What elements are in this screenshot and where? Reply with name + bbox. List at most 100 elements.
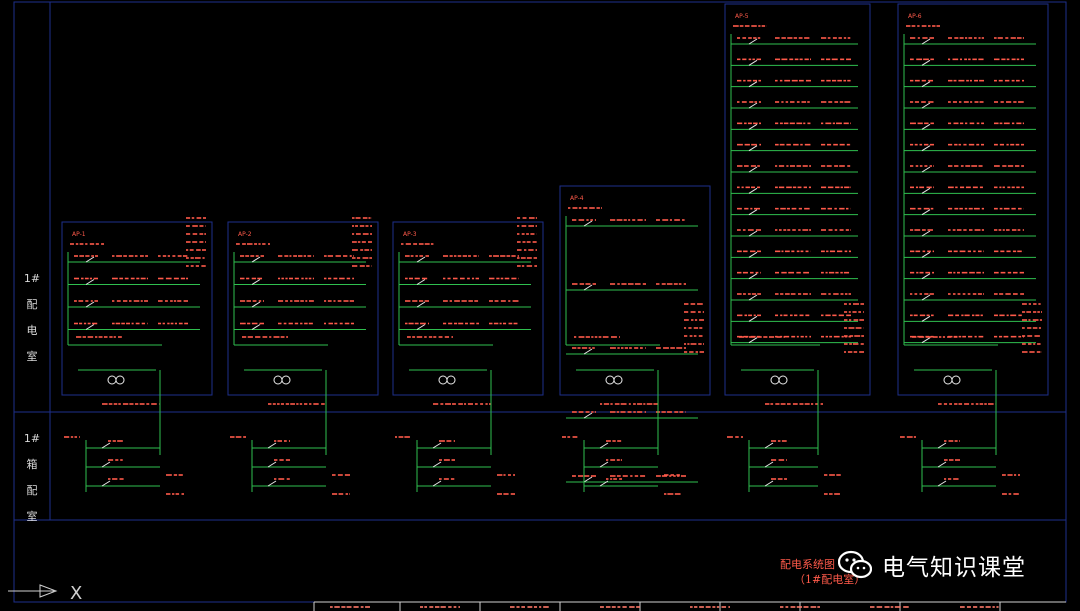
sub-breaker	[432, 480, 442, 487]
breaker-symbol	[921, 209, 931, 216]
sub-breaker	[599, 480, 609, 487]
breaker-symbol	[921, 38, 931, 45]
sub-breaker	[432, 461, 442, 468]
sub-breaker	[599, 442, 609, 449]
breaker-symbol	[921, 187, 931, 194]
watermark: 电气知识课堂	[838, 548, 1026, 582]
sub-breaker	[937, 480, 947, 487]
feeder-row	[731, 186, 858, 194]
feeder-row	[731, 37, 858, 45]
sub-breaker	[937, 461, 947, 468]
sub-box	[230, 436, 350, 495]
panel-box	[392, 221, 544, 396]
feeder-row	[731, 122, 858, 130]
feeder-row	[234, 255, 366, 263]
feeder-row	[904, 186, 1036, 194]
ucs-axis: X	[8, 583, 82, 604]
feeder-row	[731, 79, 858, 88]
breaker-symbol	[85, 279, 95, 285]
breaker-symbol	[748, 251, 758, 258]
breaker-symbol	[583, 476, 593, 483]
breaker-symbol	[921, 145, 931, 152]
breaker-symbol	[748, 166, 758, 173]
meter-symbol	[943, 375, 953, 385]
breaker-symbol	[921, 315, 931, 322]
wechat-icon	[838, 550, 872, 579]
panel-6: AP-6	[897, 3, 1049, 495]
sub-breaker	[432, 442, 442, 449]
section-label-upper: 1#配电室	[24, 272, 40, 363]
breaker-symbol	[85, 301, 95, 308]
panel-box	[897, 3, 1049, 396]
breaker-symbol	[748, 315, 758, 322]
feeder-row	[731, 250, 858, 258]
panel-box	[724, 3, 871, 396]
sub-breaker	[599, 461, 609, 468]
feeder-row	[904, 207, 1036, 216]
feeder-row	[399, 322, 531, 330]
sub-breaker	[267, 480, 277, 487]
feeder-row	[904, 58, 1036, 66]
section-label-char: 电	[27, 324, 38, 337]
meter-symbol	[281, 375, 291, 385]
breaker-symbol	[921, 123, 931, 130]
breaker-symbol	[921, 337, 931, 344]
breaker-symbol	[748, 123, 758, 130]
feeder-row	[731, 207, 858, 216]
feeder-row	[904, 229, 1036, 237]
feeder-row	[399, 300, 531, 308]
meter-symbol	[273, 375, 283, 385]
breaker-symbol	[748, 38, 758, 45]
feeder-row	[234, 322, 366, 330]
panel-title: AP-3	[403, 231, 417, 238]
section-label-lower: 1#箱配室	[24, 432, 40, 523]
feeder-row	[904, 165, 1036, 173]
feeder-row	[904, 79, 1036, 88]
breaker-symbol	[416, 301, 426, 308]
panel-title: AP-1	[72, 231, 86, 238]
section-label-char: 配	[27, 484, 38, 497]
meter-symbol	[613, 375, 623, 385]
meter-symbol	[107, 375, 117, 385]
breaker-symbol	[748, 145, 758, 152]
sub-breaker	[101, 442, 111, 449]
breaker-symbol	[921, 166, 931, 173]
panel-box	[61, 221, 213, 396]
breaker-symbol	[921, 273, 931, 280]
section-label-char: 箱	[27, 457, 38, 471]
feeder-row	[566, 219, 698, 227]
feeder-row	[566, 283, 698, 291]
feeder-row	[904, 250, 1036, 258]
feeder-row	[234, 277, 366, 285]
breaker-symbol	[748, 337, 758, 344]
breaker-symbol	[416, 279, 426, 285]
meter-symbol	[770, 375, 780, 385]
outer-frame	[13, 1, 1067, 603]
feeder-row	[904, 37, 1036, 45]
breaker-symbol	[921, 102, 931, 109]
feeder-row	[68, 300, 200, 308]
sub-box	[727, 436, 841, 495]
breaker-symbol	[748, 209, 758, 216]
feeder-row	[68, 255, 200, 263]
meter-symbol	[115, 375, 125, 385]
feeder-row	[399, 255, 531, 263]
drawing-frame	[13, 1, 1067, 603]
section-label-char: 1#	[24, 272, 40, 285]
breaker-symbol	[748, 230, 758, 237]
feeder-row	[68, 322, 200, 330]
breaker-symbol	[583, 412, 593, 419]
meter-symbol	[446, 375, 456, 385]
sub-breaker	[764, 442, 774, 449]
feeder-row	[731, 293, 858, 301]
breaker-symbol	[583, 348, 593, 355]
sub-breaker	[267, 442, 277, 449]
section-label-char: 室	[27, 349, 38, 363]
sub-box	[64, 436, 184, 495]
sub-box	[562, 436, 682, 495]
feeder-row	[904, 122, 1036, 130]
watermark-text: 电气知识课堂	[882, 555, 1026, 581]
